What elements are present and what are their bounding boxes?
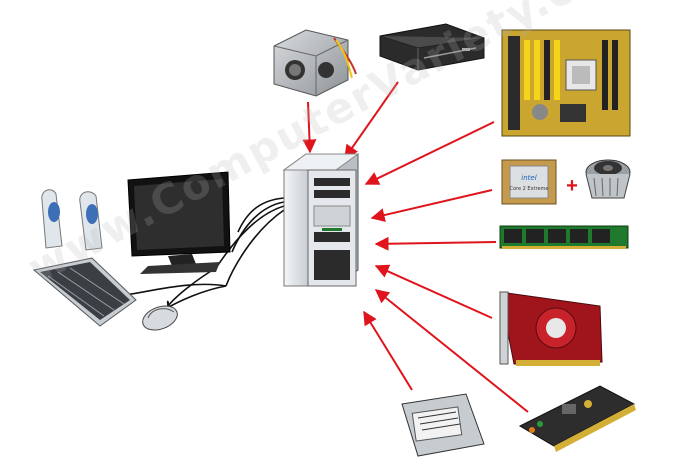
cpu-cooler-icon xyxy=(585,159,631,199)
speaker-right-icon xyxy=(79,191,103,251)
arrows xyxy=(302,81,529,413)
processor-model-label: Core 2 Extreme xyxy=(510,186,549,192)
arrow-ram xyxy=(374,236,497,251)
graphics-card-icon xyxy=(499,291,603,366)
ram-module-icon xyxy=(499,225,629,249)
optical-drive-icon xyxy=(379,23,485,71)
system-unit-icon xyxy=(282,153,360,287)
speakers-icon xyxy=(41,189,103,251)
keyboard-icon xyxy=(32,257,137,327)
plus-sign: + xyxy=(566,175,578,197)
processor-icon: intel Core 2 Extreme xyxy=(501,159,557,205)
motherboard-icon xyxy=(501,29,631,137)
arrow-hard-drive xyxy=(363,310,413,391)
arrow-motherboard xyxy=(364,121,495,185)
monitor-icon xyxy=(127,171,231,274)
sound-card-icon xyxy=(518,385,636,452)
speaker-left-icon xyxy=(41,189,63,249)
hard-drive-icon xyxy=(401,393,485,457)
arrow-graphics-card xyxy=(374,264,493,319)
power-supply-icon xyxy=(273,29,357,97)
arrow-processor xyxy=(370,189,493,222)
arrow-sound-card xyxy=(374,289,529,413)
arrow-power-supply xyxy=(302,101,317,154)
processor-brand-label: intel xyxy=(521,174,536,182)
arrow-optical-drive xyxy=(344,81,399,160)
mouse-icon xyxy=(142,305,178,331)
